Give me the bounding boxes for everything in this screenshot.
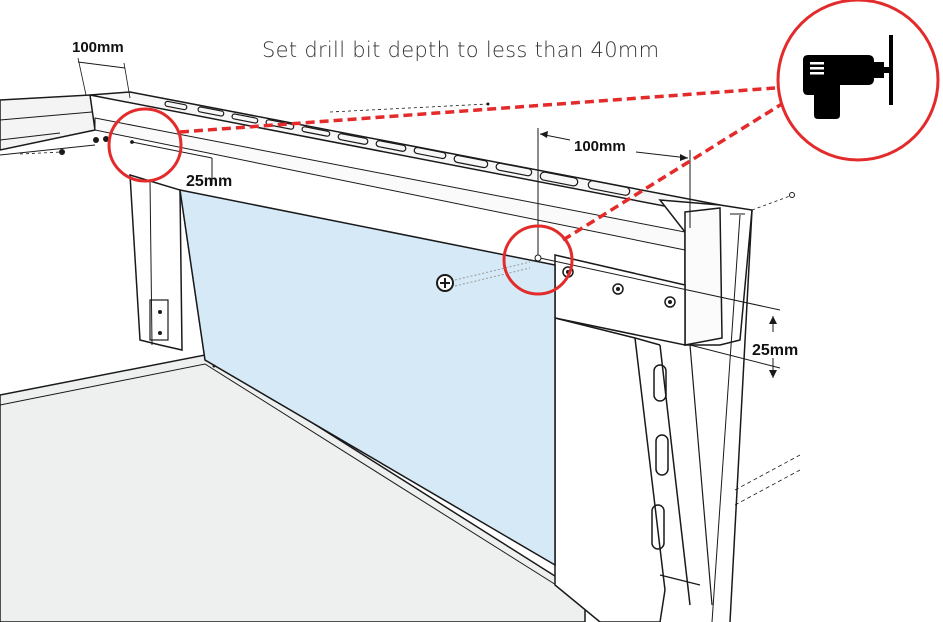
dimension-right-width: 100mm	[537, 128, 691, 258]
dimension-label-right-width: 100mm	[574, 138, 626, 155]
left-frame	[0, 94, 206, 361]
dimension-top-left: 100mm	[72, 39, 131, 99]
right-post	[554, 209, 801, 622]
instruction-text: Set drill bit depth to less than 40mm	[262, 38, 660, 62]
screw-icon	[436, 261, 531, 292]
dimension-label-right-depth: 25mm	[752, 342, 798, 359]
dimension-right-depth: 25mm	[539, 257, 798, 378]
back-panel	[179, 189, 556, 567]
dimension-left-depth: 25mm	[130, 140, 232, 190]
drill-leader-lines	[179, 86, 786, 242]
drill-icon	[803, 35, 893, 119]
dimension-label-left-depth: 25mm	[186, 173, 232, 190]
drill-point-left-highlight	[107, 107, 183, 183]
drill-point-right-highlight	[502, 224, 574, 296]
dimension-label-top-left: 100mm	[72, 39, 124, 56]
right-end-cap	[554, 192, 795, 346]
drill-callout	[776, 0, 940, 162]
